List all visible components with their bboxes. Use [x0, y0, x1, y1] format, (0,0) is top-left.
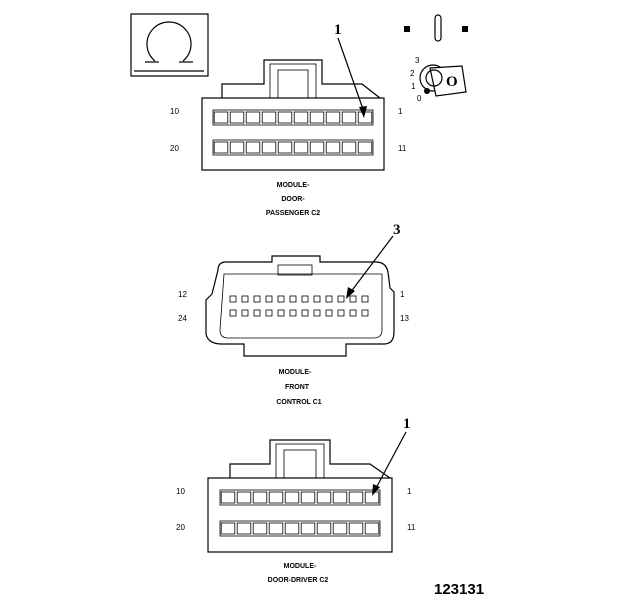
pin-label-1: 1: [407, 487, 412, 496]
pin-label-20: 20: [170, 144, 179, 153]
pin-label-10: 10: [176, 487, 185, 496]
pin-label-13: 13: [400, 314, 409, 323]
terminal-pin: [361, 309, 369, 317]
terminal-cavity: [284, 491, 300, 504]
terminal-cavity: [300, 491, 316, 504]
connector-door-driver-c2: 10 1 20 11 1 MODULE- DOOR-DRIVER C2: [176, 416, 416, 584]
key-position-3: 3: [415, 56, 420, 65]
figure-number: 123131: [434, 581, 484, 598]
terminal-cavity: [341, 141, 357, 154]
pin-label-20: 20: [176, 523, 185, 532]
pin-label-10: 10: [170, 107, 179, 116]
pin-label-12: 12: [178, 290, 187, 299]
terminal-cavity: [357, 141, 373, 154]
terminal-pin: [313, 309, 321, 317]
terminal-cavity: [229, 141, 245, 154]
callout-1-bottom: 1: [403, 416, 411, 432]
terminal-pin: [229, 295, 237, 303]
terminal-cavity: [284, 522, 300, 535]
pin-label-1: 1: [398, 107, 403, 116]
terminal-pin: [325, 309, 333, 317]
terminal-pin: [277, 309, 285, 317]
terminal-pin: [337, 309, 345, 317]
terminal-cavity: [236, 491, 252, 504]
terminal-cavity: [268, 491, 284, 504]
terminal-cavity: [245, 111, 261, 124]
terminal-pin: [301, 309, 309, 317]
terminal-cavity: [252, 522, 268, 535]
terminal-cavity: [245, 141, 261, 154]
terminal-cavity: [364, 491, 380, 504]
terminal-pin: [277, 295, 285, 303]
terminal-pin: [289, 309, 297, 317]
terminal-pin: [301, 295, 309, 303]
terminal-pin: [241, 295, 249, 303]
terminal-cavity: [261, 111, 277, 124]
key-position-1: 1: [411, 82, 416, 91]
terminal-pin: [349, 295, 357, 303]
terminal-cavity: [332, 491, 348, 504]
terminal-cavity: [277, 111, 293, 124]
terminal-cavity: [213, 111, 229, 124]
terminal-cavity: [293, 141, 309, 154]
ohmmeter-symbol: [130, 13, 209, 77]
terminal-pin: [325, 295, 333, 303]
key-position-0: 0: [417, 94, 422, 103]
terminal-pin: [313, 295, 321, 303]
terminal-cavity: [309, 141, 325, 154]
caption-line: DOOR-DRIVER C2: [268, 577, 329, 584]
terminal-cavity: [316, 491, 332, 504]
callout-3: 3: [393, 222, 401, 238]
terminal-cavity: [348, 491, 364, 504]
pin-label-11: 11: [407, 523, 416, 532]
terminal-cavity: [309, 111, 325, 124]
caption-line: PASSENGER C2: [266, 210, 320, 217]
terminal-cavity: [364, 522, 380, 535]
terminal-cavity: [236, 522, 252, 535]
terminal-cavity: [252, 491, 268, 504]
terminal-pin: [253, 309, 261, 317]
connector-front-control-c1: 12 1 24 13 3 MODULE- FRONT CONTROL C1: [178, 222, 409, 406]
terminal-cavity: [220, 491, 236, 504]
key-position-2: 2: [410, 69, 415, 78]
terminal-cavity: [348, 522, 364, 535]
caption-line: MODULE-: [279, 369, 312, 376]
caption-line: DOOR-: [281, 196, 305, 203]
connector-door-passenger-c2: 10 1 20 11 1 MODULE- DOOR- PASSENGER C2: [170, 22, 407, 217]
caption-line: FRONT: [285, 384, 310, 391]
terminal-cavity: [293, 111, 309, 124]
terminal-pin: [241, 309, 249, 317]
pin-label-1: 1: [400, 290, 405, 299]
terminal-cavity: [316, 522, 332, 535]
terminal-cavity: [213, 141, 229, 154]
pin-label-11: 11: [398, 144, 407, 153]
caption-line: CONTROL C1: [276, 399, 321, 406]
terminal-pin: [265, 309, 273, 317]
terminal-cavity: [277, 141, 293, 154]
pin-label-24: 24: [178, 314, 187, 323]
terminal-cavity: [325, 141, 341, 154]
terminal-cavity: [300, 522, 316, 535]
callout-1-top: 1: [334, 22, 342, 38]
terminal-pin: [349, 309, 357, 317]
terminal-pin: [289, 295, 297, 303]
key-letter: O: [446, 74, 458, 90]
terminal-pin: [265, 295, 273, 303]
terminal-cavity: [332, 522, 348, 535]
terminal-pin: [361, 295, 369, 303]
ignition-key-icon: O 3 2 1 0: [404, 14, 468, 103]
terminal-cavity: [268, 522, 284, 535]
caption-line: MODULE-: [284, 563, 317, 570]
terminal-cavity: [325, 111, 341, 124]
terminal-pin: [253, 295, 261, 303]
terminal-pin: [229, 309, 237, 317]
terminal-cavity: [341, 111, 357, 124]
caption-line: MODULE-: [277, 182, 310, 189]
terminal-pin: [337, 295, 345, 303]
terminal-cavity: [261, 141, 277, 154]
terminal-cavity: [229, 111, 245, 124]
terminal-cavity: [220, 522, 236, 535]
